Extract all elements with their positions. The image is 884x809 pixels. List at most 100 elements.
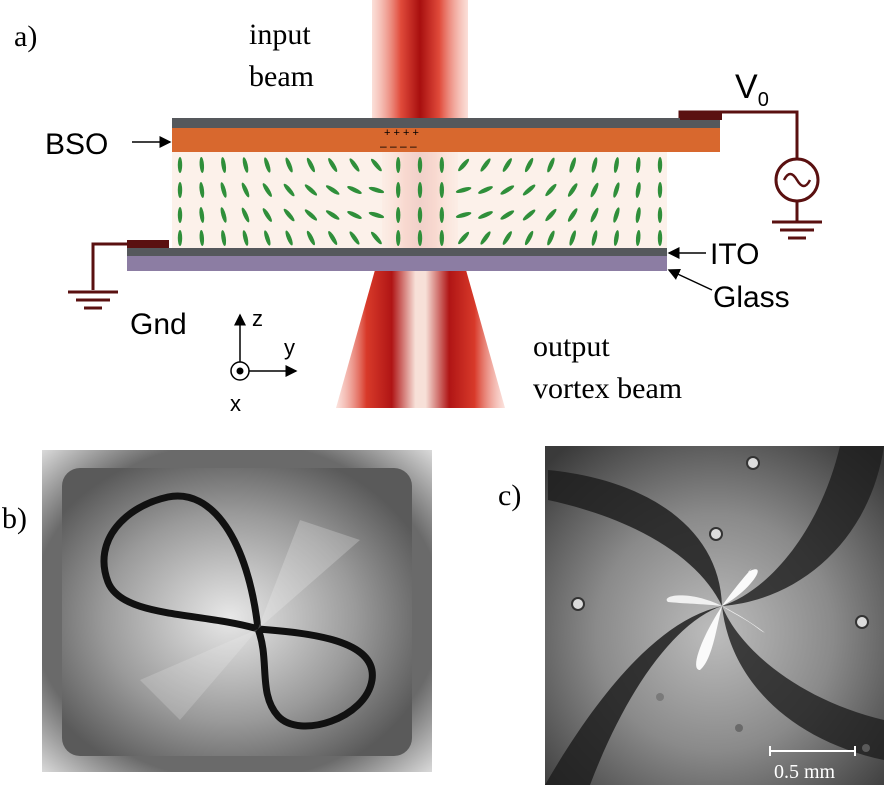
lc-molecule <box>567 183 578 197</box>
scale-bar-label: 0.5 mm <box>774 761 836 783</box>
lc-molecule <box>613 207 620 223</box>
axes-indicator <box>230 313 298 381</box>
lc-molecule <box>347 211 362 219</box>
panel-b-label: b) <box>2 502 27 535</box>
lc-molecule <box>613 157 619 173</box>
lc-molecule <box>370 231 382 245</box>
v0-contact <box>680 112 722 120</box>
lc-molecule <box>455 186 472 194</box>
lc-molecule <box>199 207 205 223</box>
lc-molecule <box>522 184 536 196</box>
lc-molecule <box>349 158 360 172</box>
v0-label: V0 <box>735 68 769 111</box>
lc-molecule <box>502 231 512 245</box>
lc-molecule <box>285 230 293 246</box>
panel-b-image <box>42 450 432 772</box>
axis-z-label: z <box>252 306 263 331</box>
lc-molecule <box>591 230 598 246</box>
charges-minus: – – – – <box>380 139 417 153</box>
output-vortex-beam <box>336 270 505 408</box>
lc-molecule <box>478 186 493 194</box>
input-beam-label-1: input <box>249 18 311 51</box>
input-beam <box>372 0 468 128</box>
lc-molecule <box>241 207 250 223</box>
lc-molecule <box>657 207 663 223</box>
lc-molecules <box>177 157 663 246</box>
lc-molecule <box>478 211 493 219</box>
top-electrode <box>172 118 720 128</box>
lc-molecule <box>635 230 641 246</box>
glass-arrow <box>667 268 713 291</box>
lc-molecule <box>221 157 227 173</box>
lc-molecule <box>325 210 340 220</box>
lc-molecule <box>590 182 599 198</box>
ground-icon <box>772 201 822 240</box>
ground-icon <box>68 290 118 310</box>
lc-molecule <box>417 230 423 246</box>
lc-molecule <box>368 186 385 194</box>
lc-molecule <box>262 183 272 197</box>
lc-molecule <box>220 207 227 223</box>
lc-molecule <box>458 231 470 245</box>
lc-molecule <box>635 182 641 198</box>
lc-molecule <box>417 157 423 173</box>
lc-molecule <box>522 209 536 221</box>
lc-molecule <box>417 182 423 198</box>
lc-molecule <box>220 182 227 198</box>
ito-label: ITO <box>710 238 759 271</box>
bso-label: BSO <box>45 128 108 161</box>
lc-molecule <box>613 230 619 246</box>
lc-molecule <box>328 158 338 172</box>
scale-bar <box>769 746 856 756</box>
lc-molecule <box>500 185 515 195</box>
lc-molecule <box>396 230 401 246</box>
lc-molecule <box>657 157 663 173</box>
input-beam-label-2: beam <box>249 60 314 93</box>
lc-molecule <box>262 208 272 222</box>
lc-molecule <box>502 158 512 172</box>
lc-molecule <box>368 211 385 219</box>
lc-molecule <box>328 231 338 245</box>
gnd-contact <box>127 240 169 248</box>
charges-plus: + + + + <box>384 127 419 139</box>
lc-molecule <box>177 157 183 173</box>
lc-molecule <box>657 182 663 198</box>
lc-molecule <box>569 157 576 173</box>
axis-x-label: x <box>230 391 241 416</box>
lc-molecule <box>177 207 183 223</box>
lc-molecule <box>657 230 663 246</box>
lc-molecule <box>417 207 423 223</box>
lc-molecule <box>264 157 271 173</box>
lc-molecule <box>439 157 444 173</box>
lc-molecule <box>396 207 401 223</box>
lc-molecule <box>455 211 472 219</box>
lc-molecule <box>590 207 599 223</box>
bso-layer <box>172 128 720 152</box>
lc-molecule <box>325 185 340 195</box>
panel-c-image: 0.5 mm <box>545 446 884 785</box>
glass-layer <box>127 256 667 271</box>
lc-molecule <box>177 230 183 246</box>
lc-molecule <box>306 230 315 246</box>
lc-molecule <box>547 230 555 246</box>
lc-molecule <box>285 157 293 173</box>
lc-molecule <box>241 182 250 198</box>
lc-molecule <box>242 157 249 173</box>
lc-molecule <box>396 157 401 173</box>
lc-molecule <box>524 157 534 173</box>
lc-molecule <box>439 207 444 223</box>
glass-label: Glass <box>713 281 790 314</box>
output-label-1: output <box>533 330 610 363</box>
lc-molecule <box>199 157 205 173</box>
bottom-electrode <box>127 248 667 256</box>
gnd-label: Gnd <box>130 308 187 341</box>
lc-molecule <box>304 184 318 196</box>
lc-molecule <box>439 230 444 246</box>
lc-molecule <box>545 183 557 197</box>
lc-molecule <box>242 230 249 246</box>
lc-molecule <box>635 207 641 223</box>
output-label-2: vortex beam <box>533 372 682 405</box>
lc-molecule <box>347 186 362 194</box>
lc-molecule <box>396 182 401 198</box>
